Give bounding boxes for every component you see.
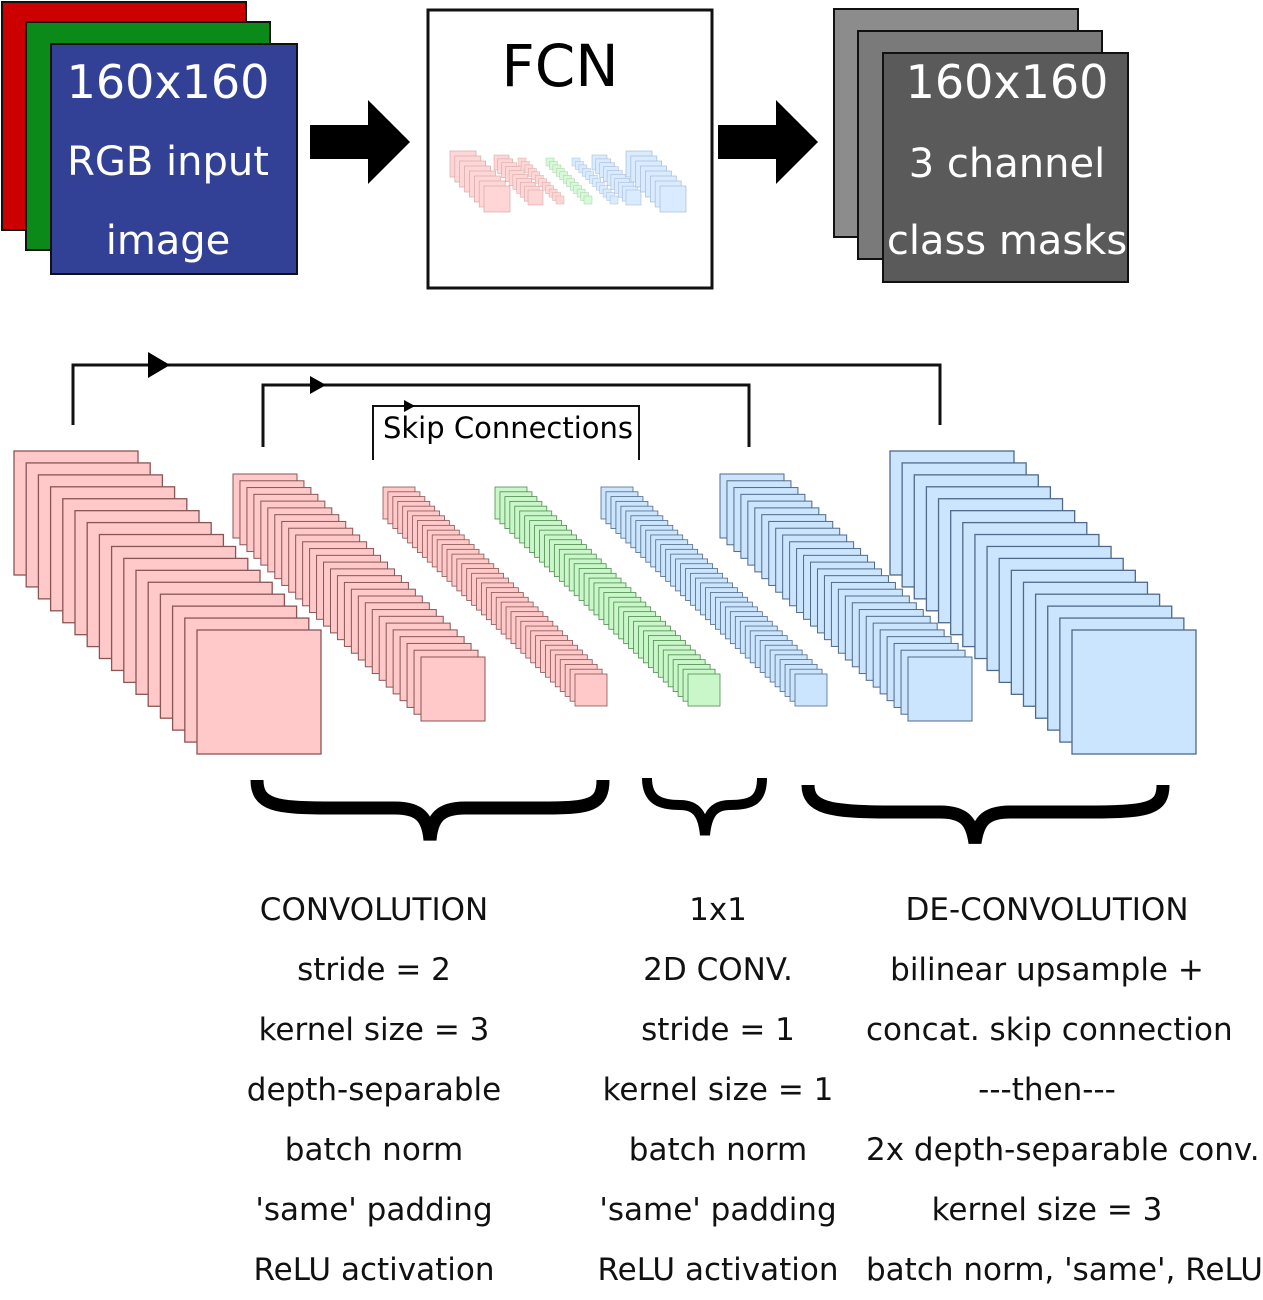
- fcn-mini-network: [449, 150, 687, 213]
- skip-connections-label: Skip Connections: [383, 411, 633, 445]
- feature-map: [794, 673, 828, 707]
- output-size-label: 160x160: [906, 55, 1109, 109]
- input-size-label: 160x160: [67, 55, 270, 109]
- caption-line: concat. skip connection: [866, 1012, 1233, 1048]
- caption-line: 2x depth-separable conv.: [866, 1132, 1260, 1168]
- caption-line: stride = 2: [297, 952, 451, 988]
- input-image-label: image: [106, 218, 231, 264]
- arrow-input-to-fcn-icon: [310, 100, 410, 184]
- feature-map: [625, 189, 642, 206]
- fcn-architecture-diagram: 160x160 RGB input image FCN 160x160 3 ch…: [1, 1, 1197, 845]
- outer-skip-connection: [71, 363, 942, 425]
- arrow-fcn-to-output-icon: [718, 100, 818, 184]
- mini-deconv-3: [625, 150, 687, 213]
- caption-line: 1x1: [689, 892, 747, 928]
- conv-stack-3: [382, 486, 608, 707]
- label-skip-arrow-icon: [404, 400, 415, 412]
- mini-one-by-one: [545, 157, 593, 205]
- deconv-stack-1: [600, 486, 828, 707]
- caption-line: bilinear upsample +: [890, 952, 1204, 988]
- caption-line: ReLU activation: [597, 1252, 839, 1288]
- skip-label-bracket: [372, 405, 640, 460]
- input-type-label: RGB input: [67, 139, 269, 185]
- mini-conv-1: [449, 150, 511, 213]
- feature-map: [527, 189, 544, 206]
- caption-line: 'same' padding: [255, 1192, 493, 1228]
- feature-map: [687, 673, 721, 707]
- feature-map: [1071, 629, 1197, 755]
- caption-line: DE-CONVOLUTION: [905, 892, 1189, 928]
- one-by-one-brace-icon: [642, 777, 767, 836]
- deconvolution-caption: DE-CONVOLUTION bilinear upsample + conca…: [866, 880, 1263, 1300]
- caption-line: depth-separable: [246, 1072, 502, 1108]
- feature-map: [196, 629, 322, 755]
- mini-deconv-2: [591, 154, 642, 206]
- output-mask-stack: 160x160 3 channel class masks: [833, 8, 1129, 283]
- conv-stack-1: [13, 450, 322, 755]
- feature-map: [609, 195, 619, 205]
- caption-line: kernel size = 3: [931, 1192, 1163, 1228]
- caption-line: batch norm: [628, 1132, 808, 1168]
- mini-conv-2: [493, 154, 544, 206]
- blue-channel: [50, 43, 298, 275]
- inner-skip-connection: [261, 383, 751, 447]
- caption-line: 'same' padding: [599, 1192, 837, 1228]
- mini-conv-3: [517, 157, 565, 205]
- convolution-brace-icon: [250, 779, 610, 841]
- deconvolution-brace-icon: [801, 784, 1170, 845]
- feature-map: [574, 673, 608, 707]
- one-by-one-caption: 1x1 2D CONV. stride = 1 kernel size = 1 …: [588, 880, 848, 1300]
- feature-map: [907, 656, 973, 722]
- input-image-stack: 160x160 RGB input image: [1, 1, 298, 275]
- skip-connections: [71, 363, 942, 460]
- feature-map: [483, 185, 511, 213]
- fcn-box: FCN: [426, 8, 714, 290]
- conv-stack-2: [232, 473, 486, 722]
- caption-line: stride = 1: [641, 1012, 795, 1048]
- outer-skip-arrow-icon: [148, 352, 170, 378]
- caption-line: ---then---: [978, 1072, 1116, 1108]
- fcn-title: FCN: [501, 32, 618, 100]
- mask-layer-front: [882, 52, 1129, 283]
- caption-line: batch norm, 'same', ReLU: [866, 1252, 1263, 1288]
- caption-line: kernel size = 1: [602, 1072, 834, 1108]
- one-by-one-stack: [494, 486, 721, 707]
- inner-skip-arrow-icon: [310, 376, 326, 394]
- caption-line: CONVOLUTION: [259, 892, 489, 928]
- feature-map: [420, 656, 486, 722]
- deconv-stack-3: [889, 450, 1197, 755]
- output-masks-label: class masks: [887, 218, 1127, 264]
- layer-stacks: [13, 450, 1197, 755]
- feature-map: [555, 195, 565, 205]
- deconv-stack-2: [719, 473, 973, 722]
- caption-line: 2D CONV.: [643, 952, 793, 988]
- feature-map: [583, 195, 593, 205]
- output-channel-label: 3 channel: [909, 141, 1105, 187]
- feature-map: [659, 185, 687, 213]
- caption-line: ReLU activation: [253, 1252, 495, 1288]
- mini-deconv-1: [571, 157, 619, 205]
- caption-line: kernel size = 3: [258, 1012, 490, 1048]
- caption-line: batch norm: [284, 1132, 464, 1168]
- convolution-caption: CONVOLUTION stride = 2 kernel size = 3 d…: [234, 880, 514, 1300]
